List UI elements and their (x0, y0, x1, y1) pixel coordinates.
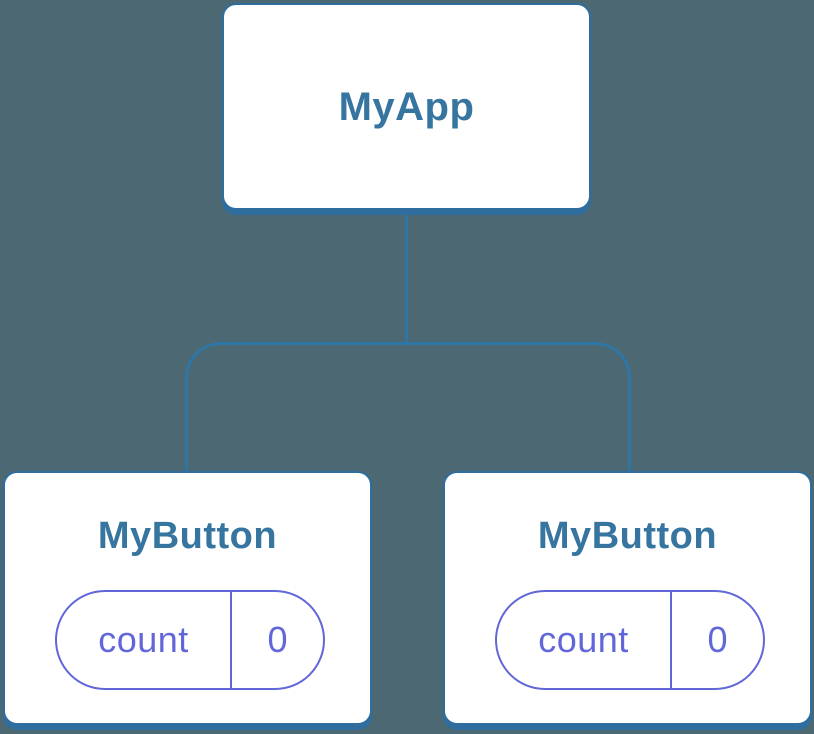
state-value: 0 (707, 619, 728, 660)
state-name: count (57, 592, 232, 688)
state-name: count (497, 592, 672, 688)
child-node-right: MyButton count 0 (443, 471, 812, 725)
connector-branch (185, 342, 631, 475)
state-value: 0 (267, 619, 288, 660)
state-pill: count 0 (495, 590, 765, 690)
child-node-left: MyButton count 0 (3, 471, 372, 725)
state-pill: count 0 (55, 590, 325, 690)
child-node-title: MyButton (97, 515, 278, 557)
root-node: MyApp (222, 3, 591, 210)
connector-stem (405, 208, 408, 345)
root-node-title: MyApp (338, 84, 475, 129)
child-node-title: MyButton (537, 515, 718, 557)
